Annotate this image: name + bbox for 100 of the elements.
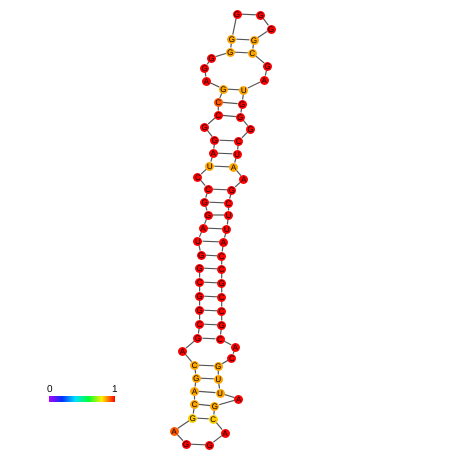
nucleotide-circle: A	[260, 76, 269, 84]
nucleotide-circle: G	[207, 54, 216, 62]
nucleotide-circle: G	[205, 440, 214, 450]
nucleotide-circle: G	[196, 250, 206, 260]
nucleotide-circle: A	[218, 238, 228, 246]
nucleotide-circle: C	[216, 334, 224, 344]
nucleotide-circle: G	[217, 320, 226, 330]
backbone-line	[177, 420, 190, 429]
backbone-line	[221, 316, 222, 320]
backbone-line	[241, 14, 256, 16]
nucleotide-circle: G	[263, 62, 272, 70]
base-pair-line	[236, 38, 250, 40]
nucleotide-circle: C	[217, 264, 226, 274]
backbone-line	[221, 288, 222, 292]
nucleotide-circle: A	[170, 426, 179, 436]
nucleotide-circle: U	[232, 150, 242, 158]
base-pair-line	[206, 254, 218, 256]
backbone-line	[216, 422, 223, 430]
backbone-line	[192, 408, 195, 414]
backbone-line	[218, 370, 219, 374]
backbone-line	[255, 55, 265, 64]
nucleotide-circle: G	[188, 414, 198, 422]
nucleotide-circle: G	[250, 36, 258, 44]
backbone-line	[221, 302, 222, 306]
nucleotide-circle: G	[266, 24, 276, 34]
backbone-line	[200, 180, 206, 186]
scale-label: 0	[47, 385, 53, 395]
backbone-line	[216, 52, 226, 58]
nucleotide-circle: A	[230, 342, 240, 352]
nucleotide-circle: U	[193, 236, 202, 246]
backbone-line	[257, 30, 268, 38]
base-pair-line	[198, 404, 210, 406]
scale-label: 1	[112, 385, 118, 395]
nucleotide-circle: A	[239, 174, 248, 184]
nucleotide-circle: C	[234, 136, 244, 146]
backbone-line	[222, 246, 224, 252]
nucleotide-circle: G	[218, 84, 228, 94]
nucleotide-circle: C	[195, 278, 204, 286]
nucleotide-circle: C	[224, 198, 233, 208]
nucleotide-circle: C	[217, 292, 226, 302]
nucleotide-circle: A	[198, 224, 208, 232]
backbone-line	[221, 274, 222, 278]
nucleotide-circle: G	[238, 100, 247, 108]
nucleotide-circle: U	[222, 224, 232, 234]
base-pair-line	[219, 140, 234, 142]
base-pair-line	[197, 418, 209, 420]
backbone-line	[221, 260, 222, 264]
nucleotide-circle: C	[248, 48, 257, 58]
nucleotide-circle: G	[195, 306, 204, 314]
base-pair-line	[198, 364, 214, 366]
nucleotide-circle: G	[226, 48, 235, 56]
backbone-line	[242, 94, 244, 100]
base-pair-line	[207, 228, 222, 230]
base-pair-line	[204, 324, 218, 326]
base-pair-line	[204, 310, 218, 312]
base-pair-line	[222, 114, 236, 118]
base-pair-line	[204, 268, 218, 270]
nucleotide-circle: G	[210, 402, 220, 410]
nucleotide-circle: G	[195, 264, 204, 272]
backbone-line	[248, 81, 260, 89]
backbone-line	[210, 82, 220, 88]
backbone-line	[224, 394, 235, 398]
nucleotide-circle: A	[202, 76, 211, 86]
nucleotide-circle: G	[210, 136, 220, 144]
nucleotide-circle: C	[193, 172, 202, 182]
nucleotide-circle: C	[195, 320, 204, 328]
base-pair-line	[218, 152, 233, 154]
base-pair-line	[202, 338, 216, 340]
base-pair-line	[228, 88, 240, 90]
nucleotide-circle: C	[214, 110, 223, 120]
backbone-line	[207, 130, 213, 137]
backbone-line	[232, 18, 237, 35]
nucleotide-circle: G	[227, 34, 236, 44]
backbone-line	[240, 108, 242, 113]
backbone-line	[242, 120, 248, 126]
backbone-line	[234, 158, 236, 163]
nucleotide-circle: C	[217, 252, 226, 260]
backbone-line	[234, 182, 241, 188]
nucleotide-circle: C	[208, 414, 218, 424]
nucleotide-circle: C	[190, 400, 199, 408]
nucleotide-circle: G	[200, 198, 210, 206]
nucleotide-circle: A	[178, 346, 188, 356]
nucleotide-circle: G	[204, 210, 213, 220]
backbone-line	[204, 218, 208, 224]
nucleotide-circle: G	[246, 124, 256, 134]
nucleotide-circle: U	[205, 162, 214, 170]
nucleotide-circle: G	[217, 278, 226, 288]
nucleotide-circle: G	[236, 112, 245, 122]
nucleotide-circle: G	[193, 334, 202, 342]
nucleotide-circle: C	[217, 306, 226, 316]
backbone-line	[212, 435, 222, 443]
backbone-line	[236, 170, 242, 176]
backbone-line	[218, 106, 219, 110]
backbone-line	[208, 118, 216, 124]
base-pair-line	[198, 390, 216, 394]
nucleotide-circle: C	[204, 184, 213, 194]
backbone-line	[190, 444, 206, 446]
base-pair-line	[212, 188, 228, 190]
nucleotide-circle: G	[232, 10, 242, 18]
base-pair-line	[200, 378, 214, 380]
